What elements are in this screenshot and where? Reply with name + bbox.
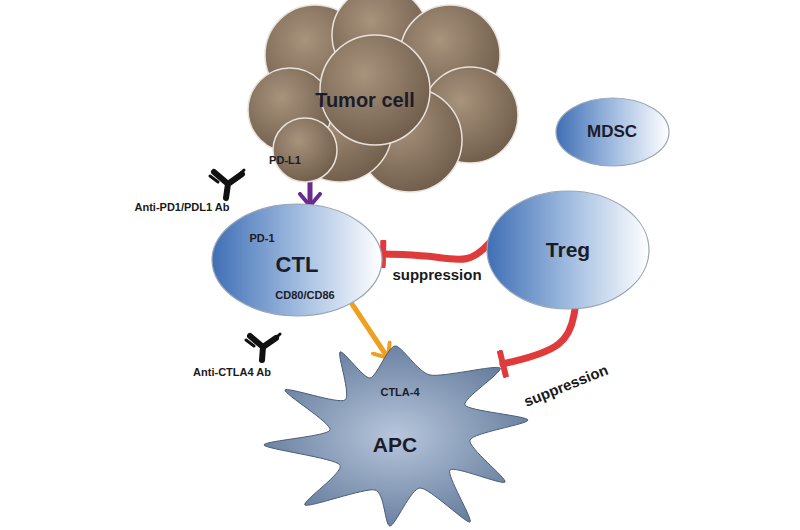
- edge-label: suppression: [392, 267, 481, 284]
- cell-name: CTL: [276, 253, 319, 277]
- antibody-icon: [210, 170, 244, 198]
- receptor-name: PD-1: [249, 232, 274, 244]
- cell-name: Treg: [546, 238, 590, 261]
- suppression-arrow: [383, 240, 492, 259]
- cell-ellipse: Treg: [486, 190, 650, 310]
- tumor-cell-cluster: Tumor cellPD-L1: [240, 0, 525, 195]
- ligand-binding: [352, 304, 388, 358]
- antibody-icon: [246, 334, 280, 360]
- cell-name: Tumor cell: [315, 89, 415, 111]
- receptor-name: CTLA-4: [380, 386, 419, 398]
- ligand-binding: [307, 181, 312, 206]
- cell-ellipse: PD-1CTL CD80/CD86: [211, 203, 383, 317]
- cell-outline: [487, 191, 649, 309]
- edge-label: suppression: [522, 362, 611, 411]
- cell-name: MDSC: [587, 123, 637, 142]
- tumor-cell-body: [273, 118, 337, 182]
- receptor-name: CD80/CD86: [275, 289, 334, 301]
- ligand-name: PD-L1: [269, 154, 301, 166]
- antibody-label: Anti-PD1/PDL1 Ab: [135, 201, 230, 213]
- cell-outline: [212, 204, 382, 316]
- cell-ellipse: MDSC: [555, 97, 670, 167]
- dendritic-cell: CTLA-4APC: [260, 340, 532, 530]
- dendritic-outline: [264, 346, 528, 526]
- cell-outline: [556, 98, 669, 166]
- suppression-arrow: [503, 309, 575, 364]
- antibody-label: Anti-CTLA4 Ab: [193, 366, 271, 378]
- cell-name: APC: [373, 433, 417, 456]
